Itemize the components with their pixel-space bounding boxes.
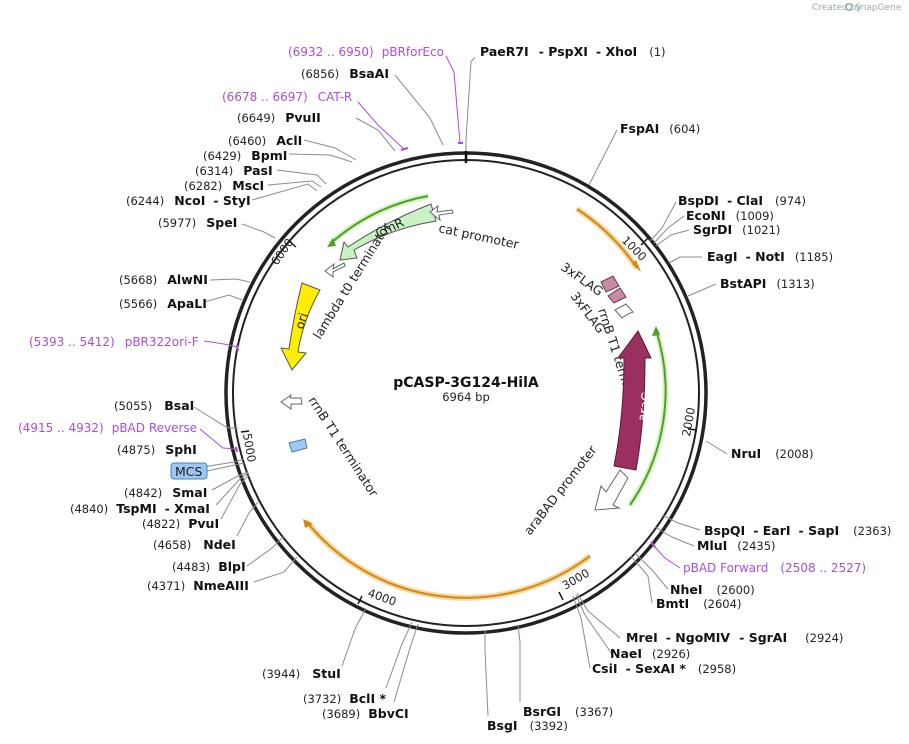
orf-arc-arac-arrowhead <box>652 326 660 336</box>
site-s9[interactable]: BspQI- EarI- SapI(2363) <box>704 523 891 538</box>
site-s36[interactable]: (6460)AclI <box>228 133 302 148</box>
site-s26[interactable]: (4842)SmaI <box>124 485 207 500</box>
mcs-label-box[interactable]: MCS <box>170 462 208 480</box>
primer-pbad-forward[interactable]: pBAD Forward(2508 .. 2527) <box>683 561 866 575</box>
arac-label: araC <box>634 391 654 423</box>
site-s14[interactable]: NaeI(2926) <box>610 646 690 661</box>
site-s33[interactable]: (6282)MscI <box>184 178 264 193</box>
tick-label-2000: 2000 <box>679 406 698 437</box>
snapgene-logo-icon <box>845 3 853 11</box>
flag-feature-2[interactable] <box>607 287 627 304</box>
primer-cat-r[interactable]: (6678 .. 6697)CAT-R <box>222 90 352 104</box>
site-s22[interactable]: (4483)BlpI <box>172 559 246 574</box>
primer-pbrforeco[interactable]: (6932 .. 6950)pBRforEco <box>288 45 444 59</box>
cat-promoter-feature[interactable] <box>429 204 454 222</box>
orf-arc-cmr <box>329 195 429 245</box>
primer-leaders <box>199 55 681 569</box>
ori-label: ori <box>292 311 311 331</box>
site-s2[interactable]: FspAI(604) <box>620 121 700 136</box>
credit-text: Created by <box>812 3 862 13</box>
site-s19[interactable]: (3732)BclI * <box>303 691 386 706</box>
mcs-label: MCS <box>175 464 203 479</box>
site-s24[interactable]: (4822)PvuI <box>142 516 219 531</box>
rrnb-left-terminator-label: rrnB T1 terminator <box>305 393 381 499</box>
site-s25[interactable]: (4840)TspMI- XmaI <box>70 501 210 516</box>
site-s6[interactable]: EagI- NotI(1185) <box>707 249 833 264</box>
scale-tick-marks <box>240 237 698 605</box>
site-s28[interactable]: (5055)BsaI <box>114 398 194 413</box>
site-s7[interactable]: BstAPI(1313) <box>720 276 815 291</box>
lambda-t0-terminator-feature[interactable] <box>324 262 346 278</box>
mcs-leader <box>206 462 245 472</box>
arabad-promoter-label: araBAD promoter <box>521 442 601 538</box>
mcs-feature[interactable] <box>288 438 308 453</box>
site-s38[interactable]: (6856)BsaAI <box>301 66 389 81</box>
site-s35[interactable]: (6429)BpmI <box>203 148 287 163</box>
plasmid-length: 6964 bp <box>442 390 490 404</box>
site-s18[interactable]: (3689)BbvCI <box>322 706 409 721</box>
lambda-t0-terminator-label: lambda t0 terminator <box>310 219 394 341</box>
rrnb-right-terminator-feature[interactable] <box>614 303 634 319</box>
tick-label-5000: 5000 <box>240 432 259 463</box>
site-s32[interactable]: (6244)NcoI- StyI <box>126 193 251 208</box>
site-s11[interactable]: NheI(2600) <box>670 582 755 597</box>
site-s10[interactable]: MluI(2435) <box>697 538 776 553</box>
site-s8[interactable]: NruI(2008) <box>731 446 813 461</box>
plasmid-name: pCASP-3G124-HilA <box>393 375 539 391</box>
cat-promoter-label: cat promoter <box>437 220 521 252</box>
site-s34[interactable]: (6314)PasI <box>195 163 273 178</box>
site-s30[interactable]: (5668)AlwNI <box>119 272 208 287</box>
site-s23[interactable]: (4658)NdeI <box>153 537 236 552</box>
site-s3[interactable]: BspDI- ClaI(974) <box>678 193 806 208</box>
site-s20[interactable]: (3944)StuI <box>262 666 341 681</box>
arac-feature[interactable] <box>613 330 652 471</box>
site-s5[interactable]: SgrDI(1021) <box>693 222 780 237</box>
site-s21[interactable]: (4371)NmeAIII <box>147 578 249 593</box>
orf-arc-bottom-arrowhead <box>303 519 313 528</box>
orf-arc-bottom-halo <box>303 519 592 601</box>
rrnb-left-terminator-feature[interactable] <box>280 393 303 410</box>
site-s29[interactable]: (5566)ApaLI <box>119 296 207 311</box>
site-s27[interactable]: (4875)SphI <box>117 442 197 457</box>
site-s31[interactable]: (5977)SpeI <box>158 215 237 230</box>
primer-pbr322ori-f[interactable]: (5393 .. 5412)pBR322ori-F <box>29 335 199 349</box>
site-leaders <box>193 56 728 717</box>
cmr-feature[interactable] <box>339 203 437 261</box>
orf-arc-arac <box>629 329 667 506</box>
site-s17[interactable]: BsgI(3392) <box>487 718 568 733</box>
ori-feature[interactable] <box>280 282 321 371</box>
site-s4[interactable]: EcoNI(1009) <box>686 208 774 223</box>
site-s37[interactable]: (6649)PvuII <box>237 110 321 125</box>
flag-feature-1[interactable] <box>600 275 620 293</box>
site-s15[interactable]: CsiI- SexAI *(2958) <box>592 661 736 676</box>
primer-pbad-reverse[interactable]: (4915 .. 4932)pBAD Reverse <box>18 421 197 435</box>
site-s16[interactable]: BsrGI(3367) <box>523 704 613 719</box>
arabad-promoter-feature[interactable] <box>594 469 629 511</box>
orf-arc-top-right-arrowhead <box>632 260 641 272</box>
site-s1[interactable]: PaeR7I- PspXI- XhoI(1) <box>480 44 666 59</box>
site-s12[interactable]: BmtI(2604) <box>656 596 741 611</box>
orf-arc-cmr-arrowhead <box>327 238 336 247</box>
brand-text: SnapGene <box>855 3 902 13</box>
site-s13[interactable]: MreI- NgoMIV- SgrAI(2924) <box>626 630 843 645</box>
orf-arc-bottom <box>305 520 591 599</box>
